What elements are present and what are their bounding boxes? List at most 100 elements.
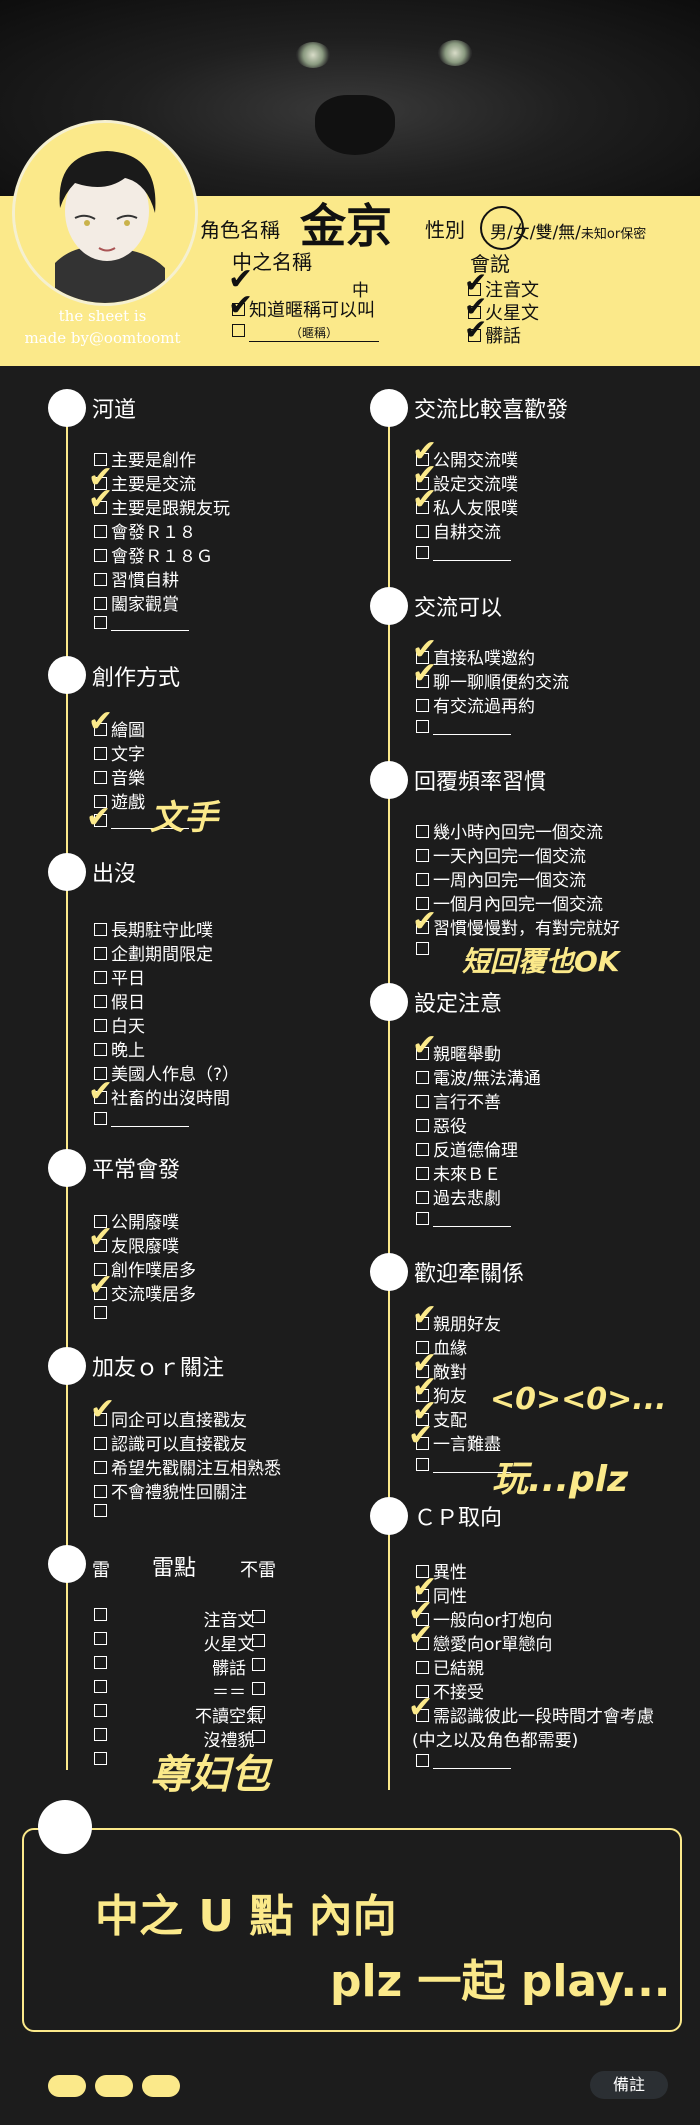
usual-item-2[interactable]: 友限廢噗	[94, 1232, 179, 1257]
mine-row-5[interactable]: 不讀空氣	[94, 1702, 274, 1727]
section-title-accept: 交流可以	[414, 596, 503, 621]
accept-item-1[interactable]: 直接私噗邀約	[416, 644, 535, 669]
speak-label: 會說	[470, 252, 510, 276]
usual-item-1[interactable]: 公開廢噗	[94, 1208, 179, 1233]
relation-note-2: 玩...plz	[492, 1459, 629, 1500]
relation-note-1: <0><0>...	[490, 1382, 667, 1417]
cp-item-6[interactable]: 不接受	[416, 1678, 484, 1703]
mine-row-6[interactable]: 沒禮貌	[94, 1726, 274, 1751]
setting-item-3[interactable]: 言行不善	[416, 1088, 501, 1113]
reply-item-2[interactable]: 一天內回完一個交流	[416, 842, 586, 867]
create-item-3[interactable]: 音樂	[94, 764, 145, 789]
reply-item-4[interactable]: 一個月內回完一個交流	[416, 890, 603, 915]
hedao-item-3[interactable]: 主要是跟親友玩	[94, 494, 230, 519]
relation-item-1[interactable]: 親朋好友	[416, 1310, 501, 1335]
cp-item-4[interactable]: 戀愛向or單戀向	[416, 1630, 552, 1655]
reply-item-3[interactable]: 一周內回完一個交流	[416, 866, 586, 891]
cp-item-1[interactable]: 異性	[416, 1558, 467, 1583]
prefer-item-1[interactable]: 公開交流噗	[416, 446, 518, 471]
accept-item-3[interactable]: 有交流過再約	[416, 692, 535, 717]
appear-item-blank[interactable]	[94, 1110, 189, 1130]
create-item-2[interactable]: 文字	[94, 740, 145, 765]
relation-item-4[interactable]: 狗友	[416, 1382, 467, 1407]
hedao-item-1[interactable]: 主要是創作	[94, 446, 196, 471]
memo-dot	[38, 1800, 92, 1854]
hedao-item-6[interactable]: 習慣自耕	[94, 566, 179, 591]
follow-item-4[interactable]: 不會禮貌性回關注	[94, 1478, 247, 1503]
mine-row-blank[interactable]	[94, 1750, 111, 1770]
check-mark: ✔	[412, 1394, 438, 1429]
cp-item-3[interactable]: 一般向or打炮向	[416, 1606, 552, 1631]
prefer-item-blank[interactable]	[416, 544, 511, 564]
relation-item-3[interactable]: 敵對	[416, 1358, 467, 1383]
reply-item-1[interactable]: 幾小時內回完一個交流	[416, 818, 603, 843]
follow-item-3[interactable]: 希望先戳關注互相熟悉	[94, 1454, 281, 1479]
setting-item-6[interactable]: 未來ＢＥ	[416, 1160, 501, 1185]
section-title-follow: 加友ｏｒ關注	[92, 1356, 225, 1381]
reply-item-blank[interactable]	[416, 940, 433, 960]
create-item-blank[interactable]	[94, 812, 189, 832]
hedao-item-4[interactable]: 會發Ｒ１８	[94, 518, 196, 543]
mine-row-3[interactable]: 髒話	[94, 1654, 274, 1679]
speak-check-1: ✔	[464, 266, 488, 299]
check-mark: ✔	[412, 482, 438, 517]
mine-note: 尊妇包	[150, 1752, 270, 1798]
section-title-setting: 設定注意	[414, 992, 503, 1017]
nick-check-2: ✔	[228, 288, 254, 323]
accept-item-blank[interactable]	[416, 718, 511, 738]
usual-item-3[interactable]: 創作噗居多	[94, 1256, 196, 1281]
usual-item-4[interactable]: 交流噗居多	[94, 1280, 196, 1305]
follow-item-blank[interactable]	[94, 1502, 111, 1522]
appear-item-6[interactable]: 晚上	[94, 1036, 145, 1061]
speak-option-1[interactable]: 注音文	[468, 276, 539, 302]
cp-item-5[interactable]: 已結親	[416, 1654, 484, 1679]
mine-row-1[interactable]: 注音文	[94, 1606, 274, 1631]
setting-item-5[interactable]: 反道德倫理	[416, 1136, 518, 1161]
follow-item-1[interactable]: 同企可以直接戳友	[94, 1406, 247, 1431]
follow-item-2[interactable]: 認識可以直接戳友	[94, 1430, 247, 1455]
mine-row-4[interactable]: ＝＝	[94, 1678, 274, 1703]
hedao-item-7[interactable]: 闔家觀賞	[94, 590, 179, 615]
setting-item-1[interactable]: 親暱舉動	[416, 1040, 501, 1065]
create-item-1[interactable]: 繪圖	[94, 716, 145, 741]
speak-option-3[interactable]: 髒話	[468, 322, 521, 348]
prefer-item-3[interactable]: 私人友限噗	[416, 494, 518, 519]
accept-item-2[interactable]: 聊一聊順便約交流	[416, 668, 569, 693]
sheet-credit: the sheet is made by@oomtoomt	[0, 305, 205, 349]
cp-item-7[interactable]: 需認識彼此一段時間才會考慮	[416, 1702, 654, 1727]
appear-item-4[interactable]: 假日	[94, 988, 145, 1013]
relation-item-6[interactable]: 一言難盡	[416, 1430, 501, 1455]
hedao-item-5[interactable]: 會發Ｒ１８Ｇ	[94, 542, 213, 567]
prefer-item-2[interactable]: 設定交流噗	[416, 470, 518, 495]
appear-item-3[interactable]: 平日	[94, 964, 145, 989]
appear-item-1[interactable]: 長期駐守此噗	[94, 916, 213, 941]
appear-item-5[interactable]: 白天	[94, 1012, 145, 1037]
relation-item-blank[interactable]	[416, 1456, 511, 1476]
hedao-item-2[interactable]: 主要是交流	[94, 470, 196, 495]
section-dot-appear	[48, 853, 86, 891]
appear-item-7[interactable]: 美國人作息（?）	[94, 1060, 239, 1085]
appear-item-8[interactable]: 社畜的出沒時間	[94, 1084, 230, 1109]
speak-option-2[interactable]: 火星文	[468, 299, 539, 325]
mine-row-2[interactable]: 火星文	[94, 1630, 274, 1655]
setting-item-2[interactable]: 電波/無法溝通	[416, 1064, 541, 1089]
setting-item-4[interactable]: 惡役	[416, 1112, 467, 1137]
cp-item-blank[interactable]	[416, 1752, 511, 1772]
appear-item-2[interactable]: 企劃期間限定	[94, 940, 213, 965]
prefer-item-4[interactable]: 自耕交流	[416, 518, 501, 543]
nick-option-1[interactable]: 知道暱稱可以叫	[232, 296, 375, 322]
setting-item-blank[interactable]	[416, 1210, 511, 1230]
section-dot-relation	[370, 1253, 408, 1291]
create-item-4[interactable]: 遊戲	[94, 788, 145, 813]
relation-item-2[interactable]: 血緣	[416, 1334, 467, 1359]
cp-item-2[interactable]: 同性	[416, 1582, 467, 1607]
setting-item-7[interactable]: 過去悲劇	[416, 1184, 501, 1209]
memo-button[interactable]: 備註	[590, 2071, 668, 2099]
relation-item-5[interactable]: 支配	[416, 1406, 467, 1431]
usual-item-blank[interactable]	[94, 1304, 111, 1324]
hedao-item-blank[interactable]	[94, 614, 189, 634]
reply-item-5[interactable]: 習慣慢慢對，有對完就好	[416, 914, 620, 939]
check-mark: ✔	[408, 1690, 434, 1725]
panther-eye-left	[296, 42, 330, 68]
nick-option-2[interactable]: （暱稱）	[232, 322, 379, 342]
